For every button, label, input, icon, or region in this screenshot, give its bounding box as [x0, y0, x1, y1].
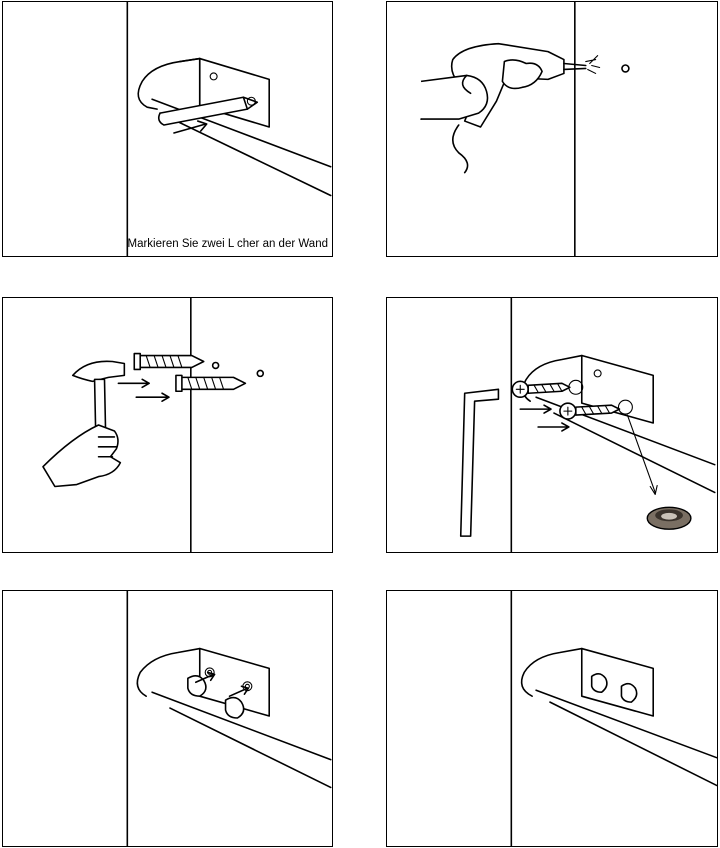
step-1-illustration: [126, 2, 332, 256]
step-1-caption: Markieren Sie zwei L cher an der Wand: [127, 238, 329, 250]
step-4-panel: [386, 297, 718, 553]
step-4-illustration: [459, 298, 716, 552]
hole-mark-icon: [211, 361, 220, 370]
towel-bar-bracket-icon: [136, 647, 332, 789]
allen-key-icon: [459, 388, 500, 537]
arrow-right-icon: [117, 378, 170, 402]
hammer-icon: [42, 360, 126, 488]
step-5-panel: [2, 590, 333, 847]
arrow-down-icon: [626, 414, 658, 495]
hand-drill-icon: [420, 42, 601, 174]
step-3-illustration: [42, 298, 265, 552]
towel-bar-bracket-icon: [137, 57, 332, 197]
screw-cap-icon: [187, 675, 245, 719]
arrow-right-icon: [519, 404, 570, 432]
towel-bar-installed-icon: [520, 647, 717, 787]
step-6-panel: [386, 590, 718, 847]
towel-bar-bracket-icon: [522, 354, 716, 494]
step-3-panel: [2, 297, 333, 553]
step-1-panel: Markieren Sie zwei L cher an der Wand: [2, 1, 333, 257]
step-6-illustration: [510, 591, 717, 846]
pencil-icon: [157, 96, 259, 126]
step-2-illustration: [420, 2, 630, 256]
hole-mark-icon: [256, 369, 265, 378]
arrow-right-icon: [173, 120, 208, 134]
washer-icon: [646, 506, 692, 530]
wall-anchor-icon: [133, 352, 247, 393]
step-5-illustration: [126, 591, 332, 846]
hole-mark-icon: [621, 64, 630, 73]
step-2-panel: [386, 1, 718, 257]
arrow-right-icon: [194, 671, 250, 697]
screw-icon: [511, 379, 633, 420]
